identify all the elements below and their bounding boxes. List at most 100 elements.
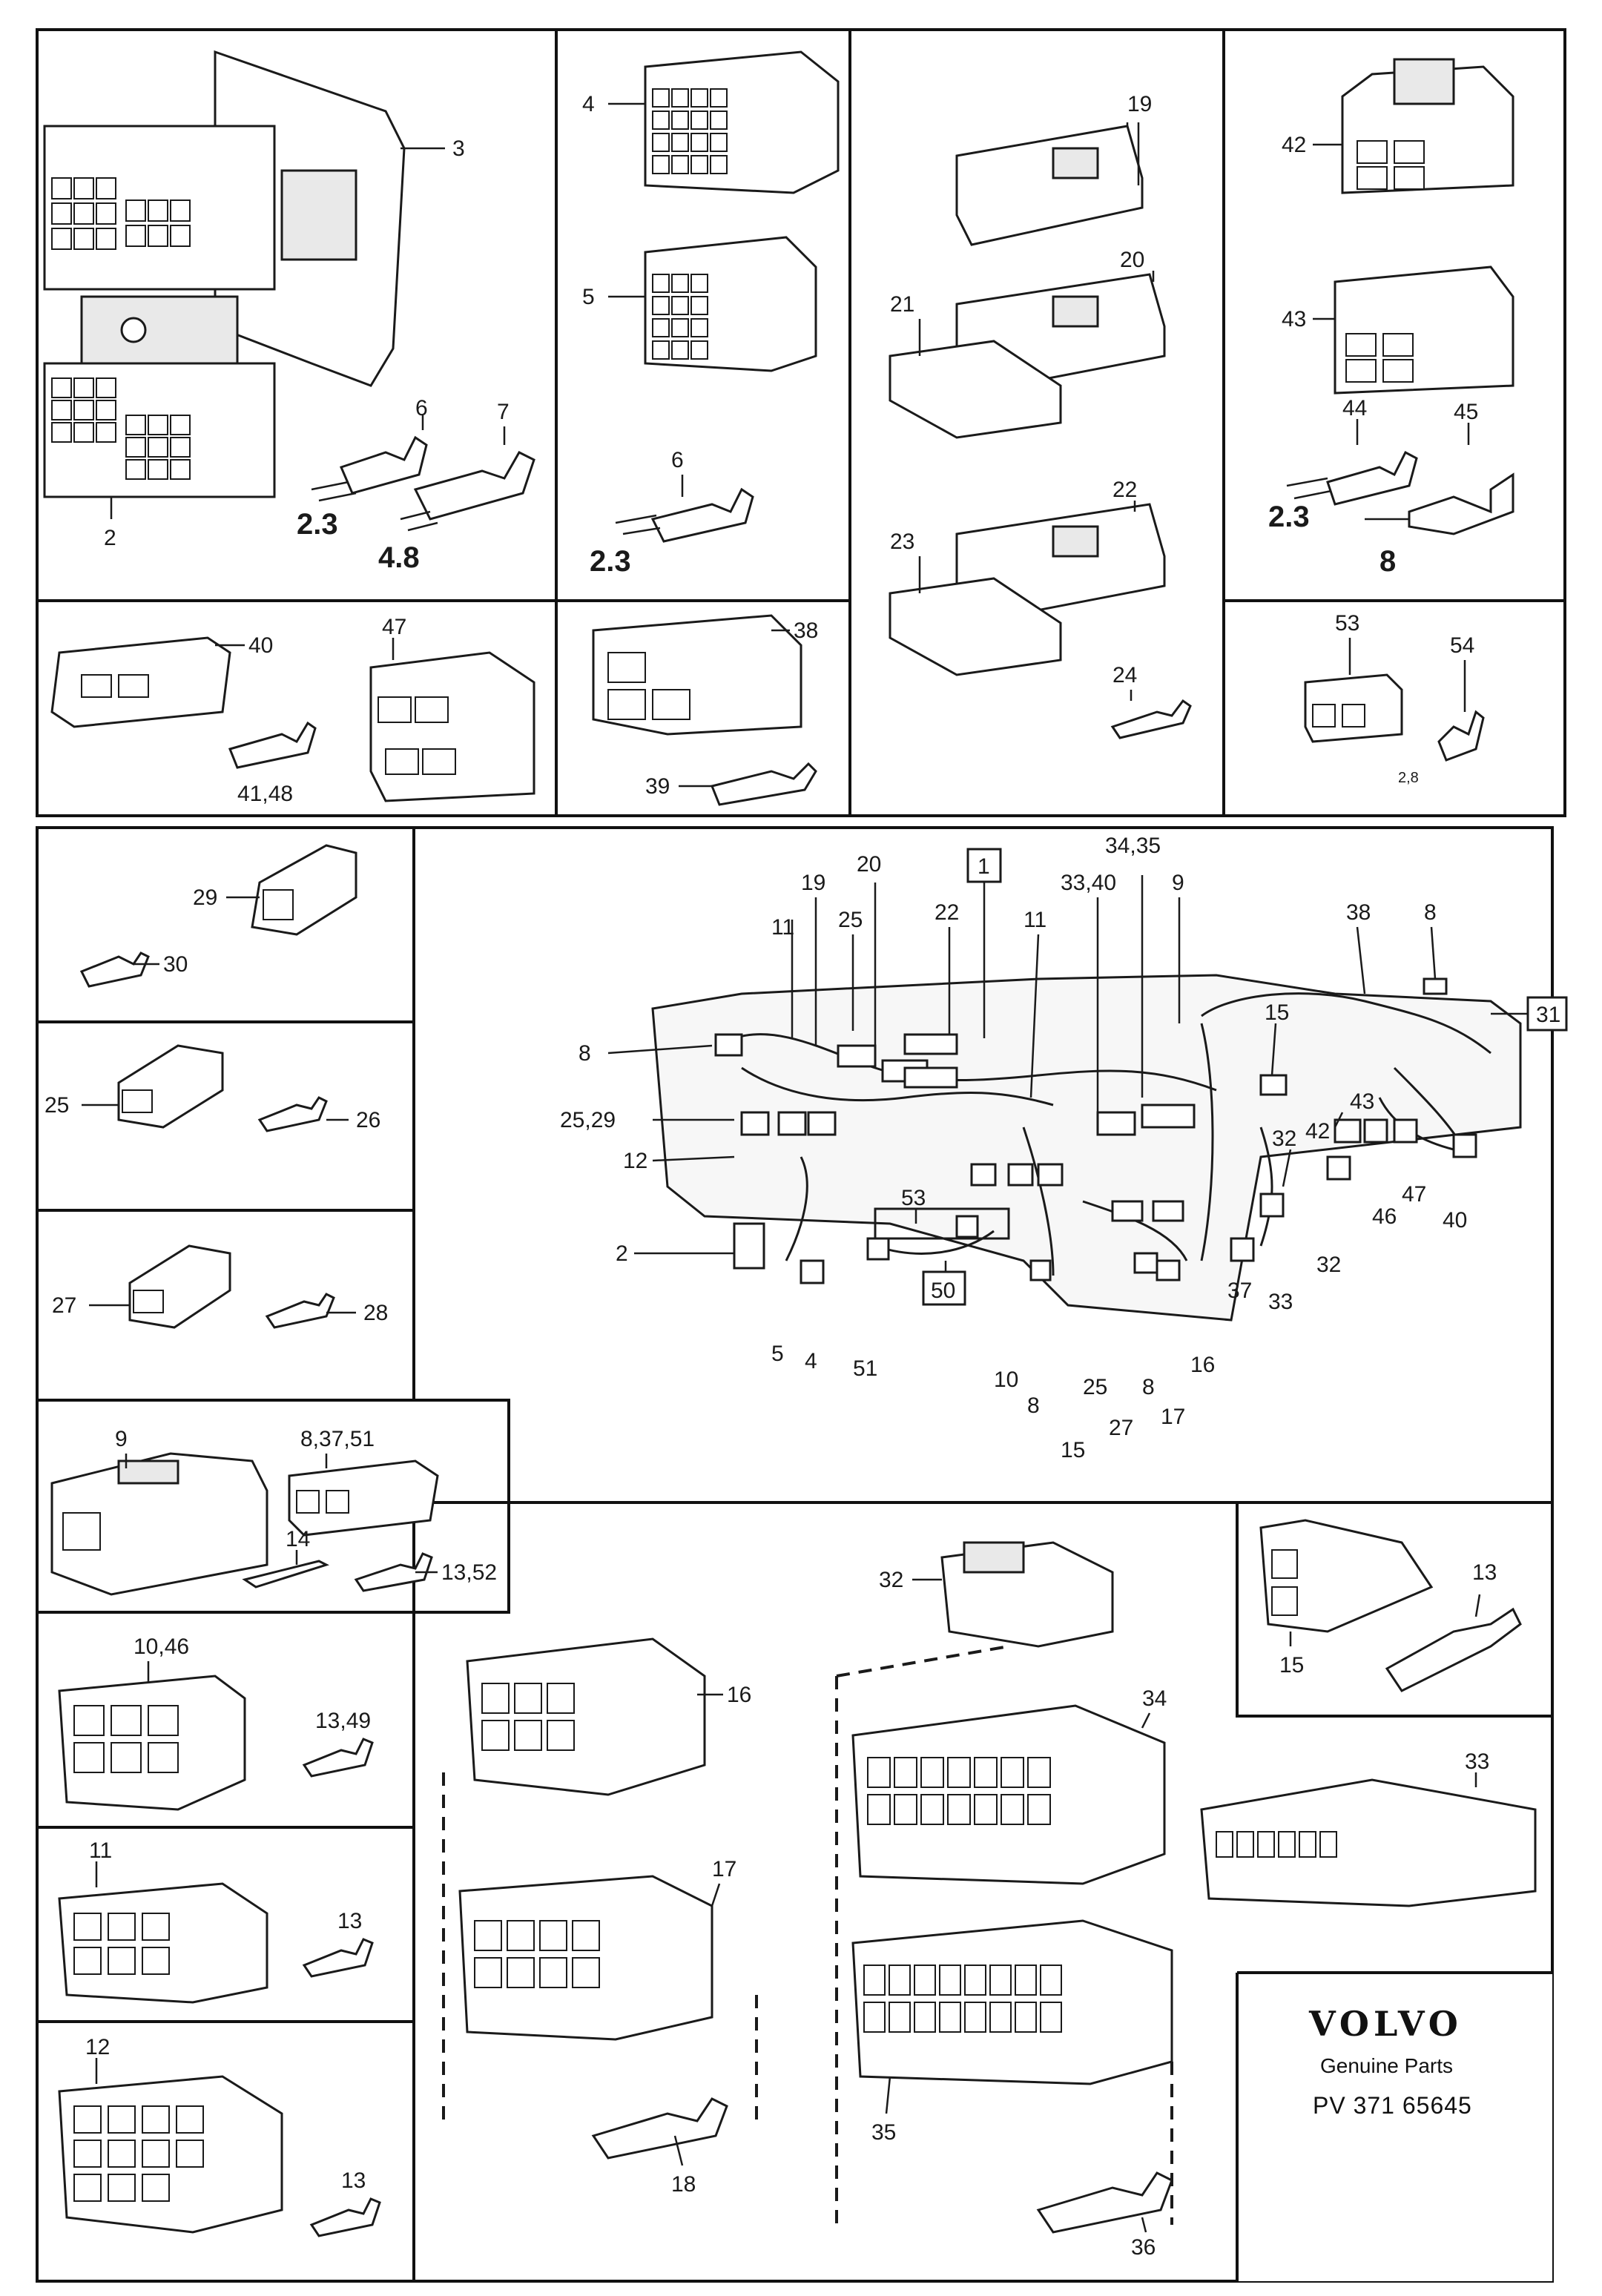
harness-label-42: 42 <box>1305 1119 1330 1144</box>
panel-9-8-37-51: 9 8,37,51 14 13,52 <box>50 1427 497 1596</box>
label-29: 29 <box>193 885 217 910</box>
harness-label-25-29: 25,29 <box>560 1108 616 1132</box>
label-27: 27 <box>52 1293 76 1318</box>
panel-b-connectors-4-5: 4 5 6 2.3 <box>582 50 840 578</box>
harness-label-33-40: 33,40 <box>1061 871 1116 895</box>
label-33: 33 <box>1465 1749 1489 1774</box>
harness-label-17: 17 <box>1161 1405 1185 1429</box>
label-3: 3 <box>452 136 465 161</box>
label-34: 34 <box>1142 1686 1167 1711</box>
label-10-46: 10,46 <box>134 1634 189 1659</box>
label-42: 42 <box>1282 133 1306 157</box>
size-2-3-label: 2.3 <box>297 508 338 541</box>
label-43: 43 <box>1282 307 1306 331</box>
harness-label-40: 40 <box>1443 1208 1467 1233</box>
harness-label-9: 9 <box>1172 871 1184 895</box>
panel-e-connectors-40-47: 40 41,48 47 <box>50 615 535 806</box>
label-32: 32 <box>879 1568 903 1592</box>
size-2-8-label: 2,8 <box>1398 770 1419 786</box>
label-4: 4 <box>582 92 595 116</box>
harness-label-8-a: 8 <box>1424 900 1437 925</box>
harness-label-22: 22 <box>934 900 959 925</box>
harness-label-32-a: 32 <box>1272 1126 1296 1151</box>
harness-label-19: 19 <box>801 871 825 895</box>
harness-label-33: 33 <box>1268 1290 1293 1314</box>
size-2-3-label-b: 2.3 <box>590 545 631 578</box>
harness-label-1: 1 <box>978 854 990 879</box>
panel-10-46: 10,46 13,49 <box>58 1634 374 1811</box>
label-26: 26 <box>356 1108 380 1132</box>
label-45: 45 <box>1454 400 1478 424</box>
label-19: 19 <box>1127 92 1152 116</box>
harness-label-53: 53 <box>901 1186 926 1210</box>
label-5: 5 <box>582 285 595 309</box>
harness-label-8-d: 8 <box>1142 1375 1155 1399</box>
label-13-49: 13,49 <box>315 1709 371 1733</box>
harness-label-27: 27 <box>1109 1416 1133 1440</box>
harness-label-34-35: 34,35 <box>1105 834 1161 858</box>
harness-label-16: 16 <box>1190 1353 1215 1377</box>
label-25: 25 <box>44 1093 69 1118</box>
label-16: 16 <box>727 1683 751 1707</box>
label-8-37-51: 8,37,51 <box>300 1427 375 1451</box>
harness-label-5: 5 <box>771 1342 784 1366</box>
label-41-48: 41,48 <box>237 782 293 806</box>
label-23: 23 <box>890 530 914 554</box>
label-14: 14 <box>286 1527 310 1551</box>
label-13-panel-12: 13 <box>341 2168 366 2193</box>
label-15: 15 <box>1279 1653 1304 1678</box>
harness-label-11-a: 11 <box>771 915 794 940</box>
label-36: 36 <box>1131 2235 1156 2260</box>
panel-12: 12 13 <box>58 2035 381 2237</box>
label-9: 9 <box>115 1427 128 1451</box>
harness-label-25-a: 25 <box>838 908 863 932</box>
panel-a-central-connector: 3 6 7 2 2.3 4.8 <box>43 50 535 574</box>
harness-label-12: 12 <box>623 1149 647 1173</box>
label-17: 17 <box>712 1857 736 1881</box>
label-13-52: 13,52 <box>441 1560 497 1585</box>
connector-2-lower-cells <box>51 377 191 480</box>
panel-11: 11 13 <box>58 1838 374 2004</box>
volvo-genuine-parts-logo: VOLVO Genuine Parts PV 371 65645 <box>1308 2004 1472 2119</box>
panel-connectors-32-36: 32 34 35 36 33 <box>835 1541 1537 2260</box>
label-2: 2 <box>104 526 116 550</box>
panel-connectors-16-18: 16 17 18 <box>442 1637 758 2197</box>
panel-c-connectors-19-24: 19 20 21 22 23 24 <box>889 92 1192 739</box>
harness-label-2: 2 <box>616 1241 628 1266</box>
size-8-label: 8 <box>1380 545 1396 578</box>
label-39: 39 <box>645 774 670 799</box>
label-13-panel-15: 13 <box>1472 1560 1497 1585</box>
label-30: 30 <box>163 952 188 977</box>
label-53: 53 <box>1335 611 1359 636</box>
panel-g-connectors-53-54: 53 54 2,8 <box>1304 611 1485 786</box>
harness-label-8-c: 8 <box>1027 1393 1040 1418</box>
harness-label-50: 50 <box>931 1279 955 1303</box>
label-40: 40 <box>248 633 273 658</box>
harness-label-43: 43 <box>1350 1089 1374 1114</box>
harness-label-38: 38 <box>1346 900 1371 925</box>
label-18: 18 <box>671 2172 696 2197</box>
harness-label-37: 37 <box>1227 1279 1252 1303</box>
panel-connector-15: 15 13 <box>1259 1519 1522 1692</box>
harness-label-46: 46 <box>1372 1204 1397 1229</box>
label-6-b: 6 <box>671 448 684 472</box>
label-7: 7 <box>497 400 510 424</box>
label-11: 11 <box>89 1838 112 1863</box>
panel-d-connectors-42-45: 42 43 44 45 2.3 8 <box>1268 58 1514 578</box>
label-38: 38 <box>794 618 818 643</box>
label-12: 12 <box>85 2035 110 2059</box>
harness-label-8-b: 8 <box>578 1041 591 1066</box>
label-44: 44 <box>1342 396 1367 420</box>
panel-25-26: 25 26 <box>44 1044 380 1132</box>
size-2-3-label-c: 2.3 <box>1268 501 1310 533</box>
size-4-8-label: 4.8 <box>378 541 420 574</box>
wiring-harness-overview: 19 20 1 34,35 33,40 9 38 8 11 25 22 11 1… <box>560 834 1568 1462</box>
label-20: 20 <box>1120 248 1144 272</box>
label-6: 6 <box>415 396 428 420</box>
part-plate-code: PV 371 65645 <box>1313 2092 1472 2119</box>
harness-label-47: 47 <box>1402 1182 1426 1207</box>
harness-label-4: 4 <box>805 1349 817 1373</box>
harness-label-15-a: 15 <box>1265 1000 1289 1025</box>
connector-2-upper-cells <box>51 177 191 250</box>
label-28: 28 <box>363 1301 388 1325</box>
